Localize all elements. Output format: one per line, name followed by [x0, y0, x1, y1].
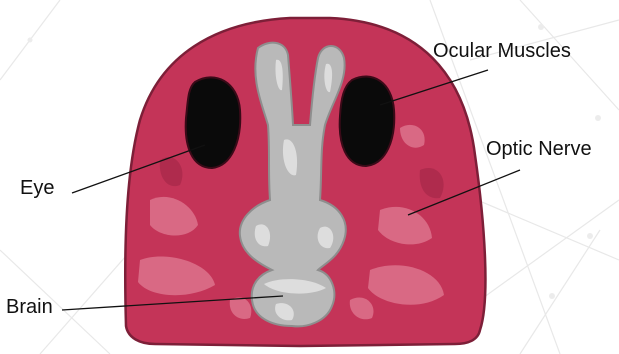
- label-ocular-muscles: Ocular Muscles: [433, 41, 571, 61]
- label-optic-nerve: Optic Nerve: [486, 139, 592, 159]
- label-brain: Brain: [6, 297, 53, 317]
- left-eye: [186, 77, 241, 168]
- label-eye: Eye: [20, 178, 54, 198]
- right-eye: [340, 77, 395, 166]
